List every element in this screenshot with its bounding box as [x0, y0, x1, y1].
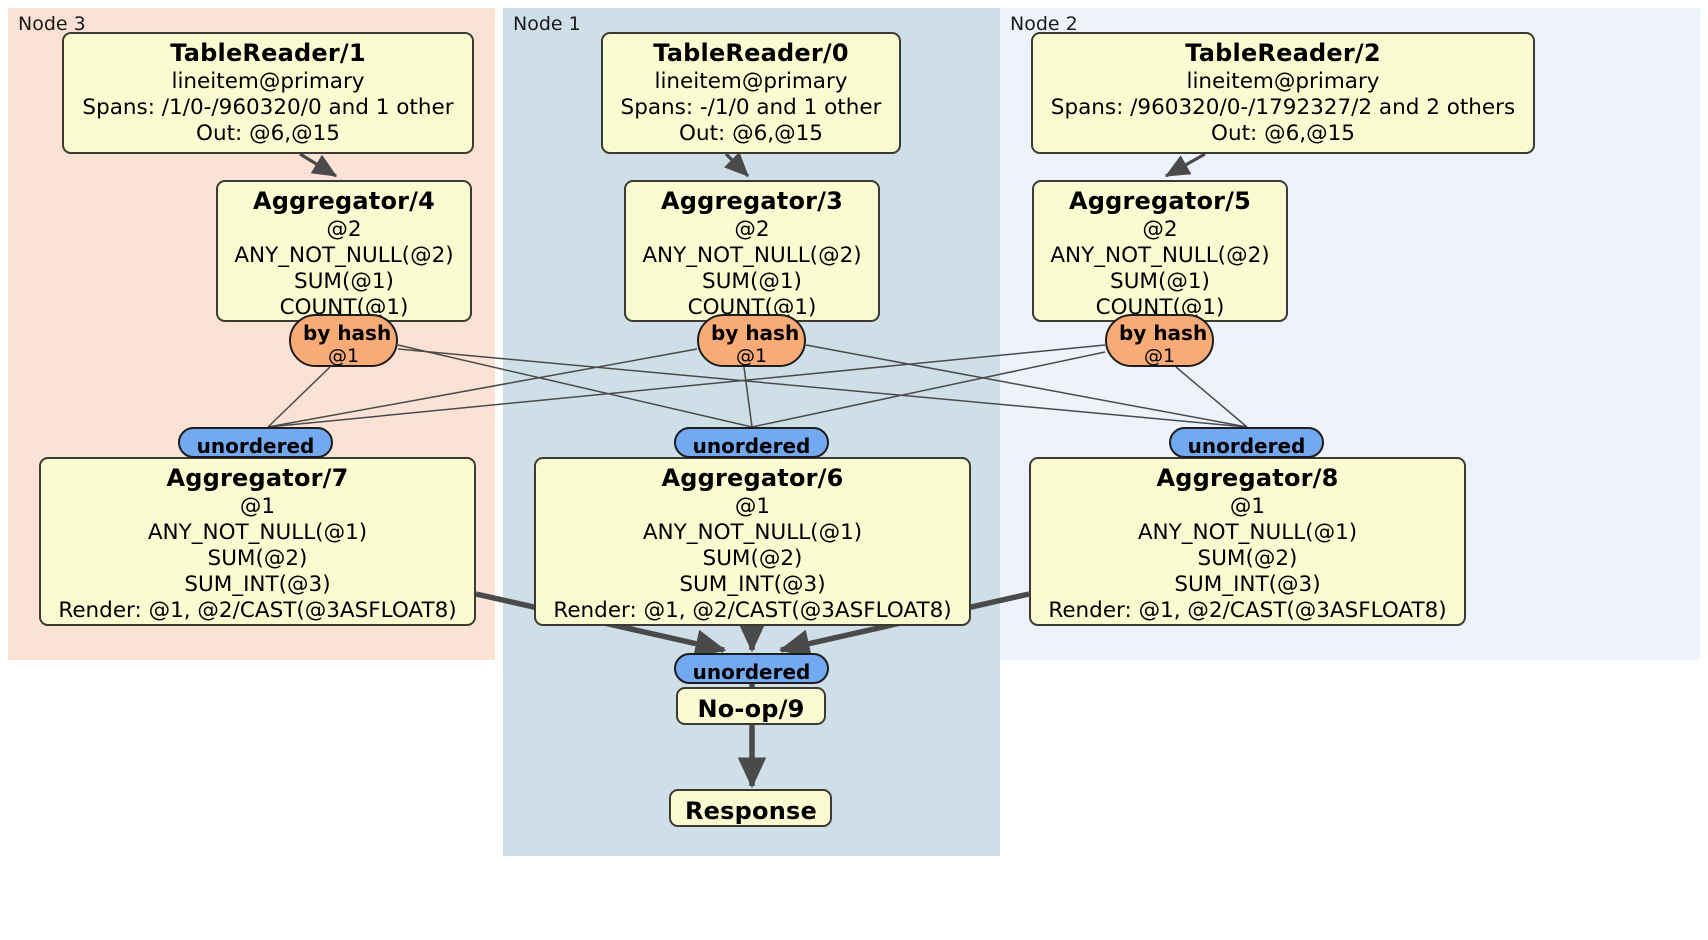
pill-label: unordered — [196, 434, 315, 458]
processor-box-response[interactable]: Response — [669, 789, 832, 827]
processor-detail-line: ANY_NOT_NULL(@1) — [1137, 520, 1358, 545]
processor-detail-line: Render: @1, @2/CAST(@3ASFLOAT8) — [58, 598, 457, 623]
processor-detail-line: Spans: /960320/0-/1792327/2 and 2 others — [1050, 95, 1516, 120]
processor-detail-line: SUM(@2) — [207, 546, 308, 571]
processor-detail-line: ANY_NOT_NULL(@1) — [147, 520, 368, 545]
processor-title: TableReader/2 — [1185, 39, 1381, 67]
unordered-synchronizer-pill-unordered-8[interactable]: unordered — [1169, 427, 1324, 458]
processor-title: Response — [685, 797, 817, 825]
processor-detail-line: @2 — [1142, 217, 1178, 242]
processor-detail-line: ANY_NOT_NULL(@1) — [642, 520, 863, 545]
processor-detail-line: Render: @1, @2/CAST(@3ASFLOAT8) — [553, 598, 952, 623]
processor-detail-line: SUM_INT(@3) — [679, 572, 826, 597]
processor-title: Aggregator/4 — [252, 187, 436, 215]
processor-detail-line: lineitem@primary — [654, 69, 848, 94]
pill-sublabel: @1 — [327, 345, 360, 367]
processor-detail-line: @1 — [734, 494, 771, 519]
pill-sublabel: @1 — [1143, 345, 1176, 367]
processor-detail-line: lineitem@primary — [171, 69, 365, 94]
unordered-synchronizer-pill-unordered-9[interactable]: unordered — [674, 653, 829, 684]
processor-detail-line: lineitem@primary — [1186, 69, 1380, 94]
processor-title: Aggregator/8 — [1156, 464, 1339, 492]
processor-detail-line: Spans: /1/0-/960320/0 and 1 other — [82, 95, 454, 120]
pill-label: by hash — [303, 321, 392, 345]
unordered-synchronizer-pill-unordered-6[interactable]: unordered — [674, 427, 829, 458]
hash-router-pill-byhash-5[interactable]: by hash@1 — [1105, 314, 1214, 367]
processor-title: Aggregator/6 — [661, 464, 844, 492]
processor-detail-line: @2 — [734, 217, 770, 242]
processor-title: TableReader/1 — [170, 39, 366, 67]
processor-title: Aggregator/7 — [166, 464, 349, 492]
processor-title: Aggregator/3 — [660, 187, 844, 215]
processor-detail-line: SUM(@2) — [702, 546, 803, 571]
processor-detail-line: @2 — [326, 217, 362, 242]
processor-detail-line: Spans: -/1/0 and 1 other — [620, 95, 882, 120]
pill-sublabel: @1 — [735, 345, 768, 367]
pill-label: unordered — [692, 434, 811, 458]
processor-detail-line: ANY_NOT_NULL(@2) — [642, 243, 862, 268]
processor-detail-line: Out: @6,@15 — [1211, 121, 1355, 146]
processor-detail-line: ANY_NOT_NULL(@2) — [1050, 243, 1270, 268]
processor-detail-line: SUM_INT(@3) — [1174, 572, 1321, 597]
hash-router-pill-byhash-3[interactable]: by hash@1 — [697, 314, 806, 367]
processor-detail-line: SUM(@1) — [1110, 269, 1210, 294]
pill-label: unordered — [1187, 434, 1306, 458]
region-node-3-label: Node 3 — [18, 13, 86, 35]
processor-detail-line: SUM(@1) — [294, 269, 394, 294]
region-node-2-label: Node 2 — [1010, 13, 1078, 35]
processor-box-noop9[interactable]: No-op/9 — [676, 687, 826, 725]
processor-detail-line: Render: @1, @2/CAST(@3ASFLOAT8) — [1048, 598, 1447, 623]
pill-label: by hash — [1119, 321, 1208, 345]
processor-title: TableReader/0 — [653, 39, 849, 67]
pill-label: by hash — [711, 321, 800, 345]
region-node-1-label: Node 1 — [513, 13, 581, 35]
processor-title: Aggregator/5 — [1068, 187, 1252, 215]
pill-label: unordered — [692, 660, 811, 684]
processor-detail-line: @1 — [239, 494, 276, 519]
processor-detail-line: Out: @6,@15 — [679, 121, 823, 146]
unordered-synchronizer-pill-unordered-7[interactable]: unordered — [178, 427, 333, 458]
processor-detail-line: SUM(@2) — [1197, 546, 1298, 571]
processor-detail-line: @1 — [1229, 494, 1266, 519]
processor-detail-line: Out: @6,@15 — [196, 121, 340, 146]
processor-title: No-op/9 — [697, 695, 805, 723]
hash-router-pill-byhash-4[interactable]: by hash@1 — [289, 314, 398, 367]
processor-detail-line: SUM(@1) — [702, 269, 802, 294]
processor-detail-line: SUM_INT(@3) — [184, 572, 331, 597]
processor-detail-line: ANY_NOT_NULL(@2) — [234, 243, 454, 268]
